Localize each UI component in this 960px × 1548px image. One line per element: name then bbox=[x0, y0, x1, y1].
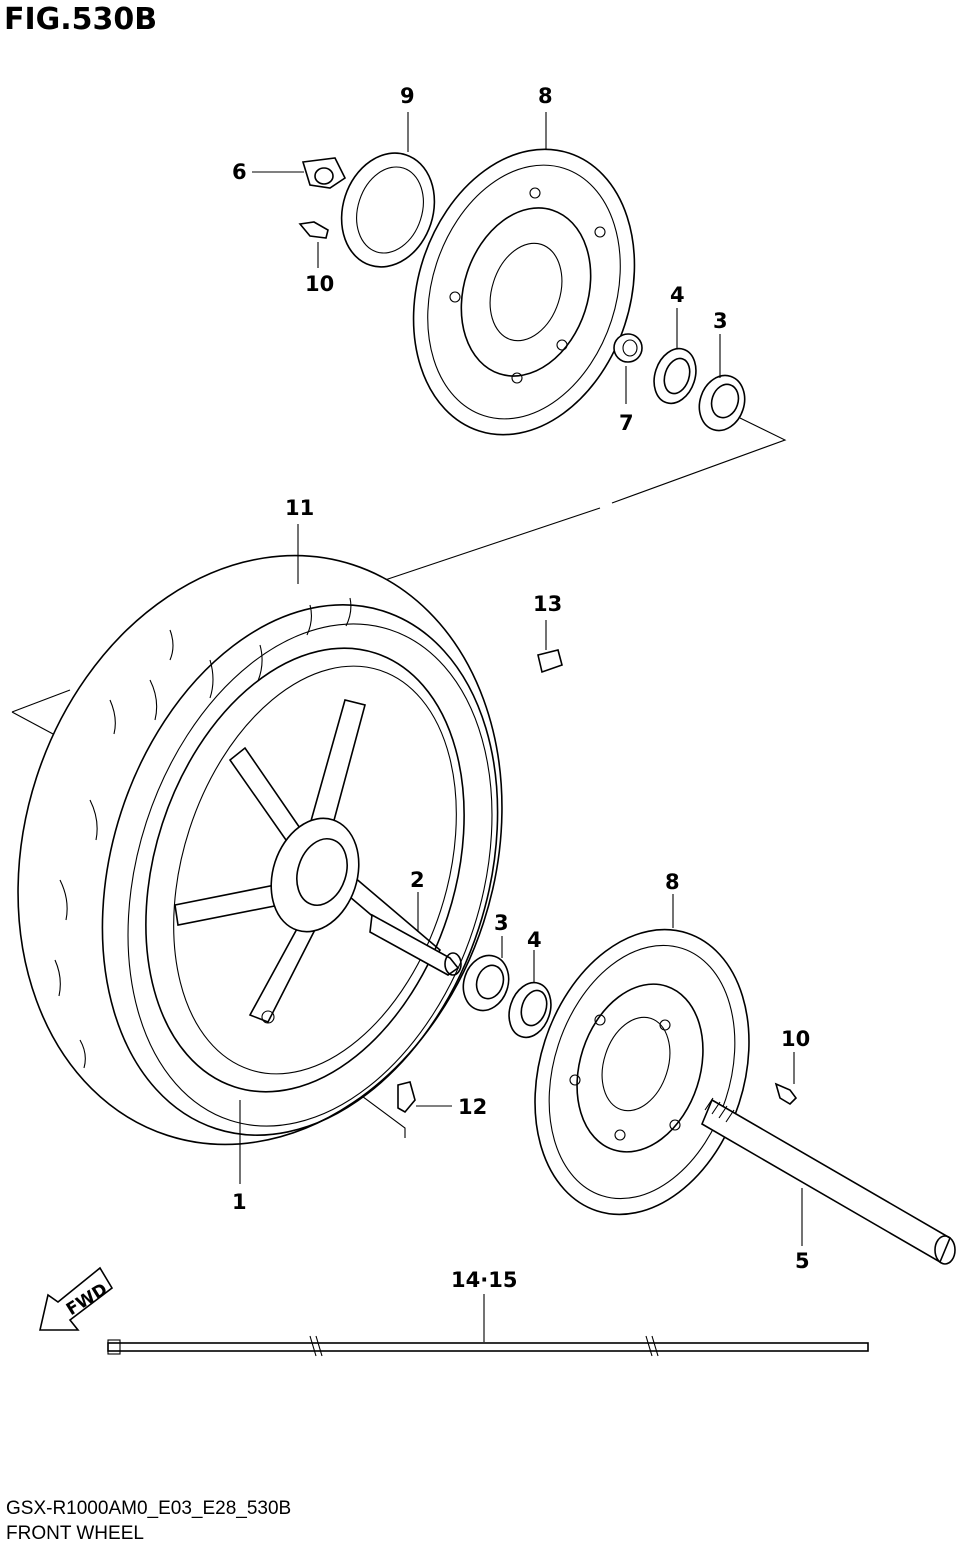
assembly-guide-lines bbox=[11, 417, 787, 1138]
bearing-lower[interactable] bbox=[456, 950, 515, 1017]
axle-nut[interactable] bbox=[301, 157, 347, 189]
callout-3-lower: 3 bbox=[494, 911, 509, 935]
dust-seal-upper[interactable] bbox=[647, 343, 702, 409]
front-axle[interactable] bbox=[700, 1097, 956, 1265]
valve[interactable] bbox=[397, 1081, 416, 1114]
callout-1: 1 bbox=[232, 1190, 247, 1214]
section-name: FRONT WHEEL bbox=[6, 1523, 144, 1544]
dust-seal-lower[interactable] bbox=[502, 977, 557, 1043]
callout-labels: 9 8 6 10 4 3 7 11 13 2 8 3 4 10 12 1 5 1… bbox=[232, 84, 810, 1292]
callout-14-15: 14·15 bbox=[451, 1268, 517, 1292]
leader-lines bbox=[239, 112, 803, 1342]
spacer[interactable] bbox=[369, 913, 462, 976]
balancer[interactable] bbox=[537, 649, 563, 674]
callout-10-upper: 10 bbox=[305, 272, 334, 296]
sensor-rotor[interactable] bbox=[327, 141, 448, 279]
callout-7: 7 bbox=[619, 411, 634, 435]
brake-disc-upper[interactable] bbox=[378, 120, 670, 463]
bolt-upper[interactable] bbox=[298, 221, 329, 239]
callout-13: 13 bbox=[533, 592, 562, 616]
callout-8-upper: 8 bbox=[538, 84, 553, 108]
callout-9: 9 bbox=[400, 84, 415, 108]
callout-12: 12 bbox=[458, 1095, 487, 1119]
callout-4-upper: 4 bbox=[670, 283, 685, 307]
callout-2: 2 bbox=[410, 868, 425, 892]
callout-6: 6 bbox=[232, 160, 247, 184]
callout-3-upper: 3 bbox=[713, 309, 728, 333]
fwd-arrow-icon: FWD bbox=[38, 1266, 114, 1331]
callout-8-lower: 8 bbox=[665, 870, 680, 894]
brake-disc-lower[interactable] bbox=[500, 902, 784, 1243]
model-code: GSX-R1000AM0_E03_E28_530B bbox=[6, 1498, 292, 1519]
collar[interactable] bbox=[613, 333, 643, 363]
figure-title: FIG.530B bbox=[4, 2, 158, 37]
callout-10-lower: 10 bbox=[781, 1027, 810, 1051]
callout-5: 5 bbox=[795, 1249, 810, 1273]
tie-wrap[interactable] bbox=[107, 1335, 869, 1357]
callout-11: 11 bbox=[285, 496, 314, 520]
bolt-lower[interactable] bbox=[774, 1082, 798, 1106]
callout-4-lower: 4 bbox=[527, 928, 542, 952]
tire[interactable] bbox=[0, 492, 576, 1208]
bearing-upper[interactable] bbox=[692, 370, 751, 437]
